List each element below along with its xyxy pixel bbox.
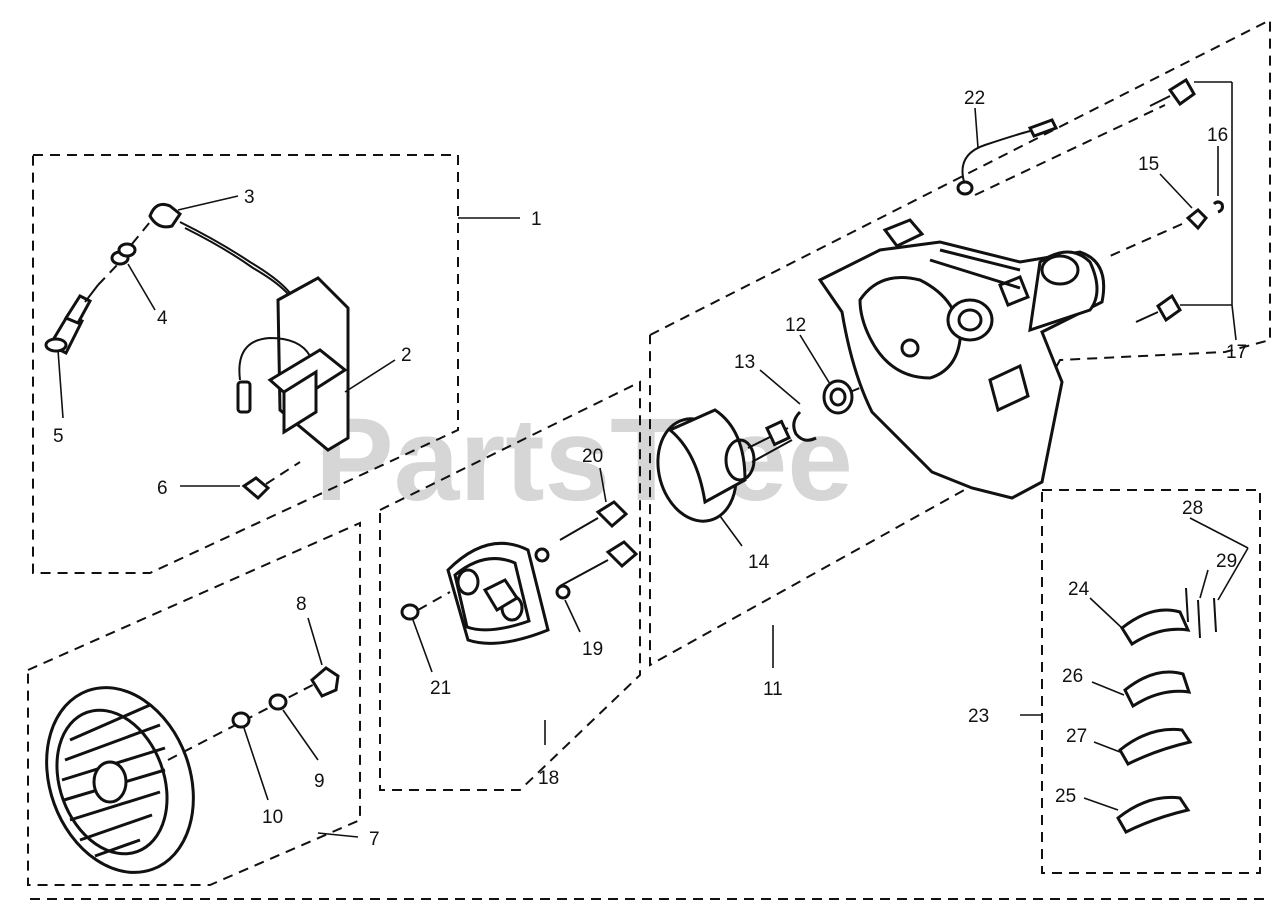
callout-19: 19 (582, 639, 603, 660)
leader-17 (1231, 304, 1237, 341)
screw-29 (1197, 599, 1201, 639)
clamp-24 (1120, 608, 1191, 647)
callout-14: 14 (748, 552, 770, 573)
callout-26: 26 (1062, 666, 1083, 687)
callout-27: 27 (1066, 726, 1087, 747)
callout-23: 23 (968, 706, 989, 727)
clutch-housing (817, 218, 1106, 500)
screw-28-a (1185, 587, 1189, 623)
callout-4: 4 (157, 308, 168, 329)
callout-20: 20 (582, 446, 603, 467)
clutch-shoes (446, 541, 550, 645)
align-line (1109, 223, 1183, 257)
leader-7 (317, 832, 359, 838)
clamp-25 (1116, 795, 1191, 834)
ignition-module (236, 276, 350, 452)
clutch-drum (656, 408, 793, 523)
screw-17-lower-shaft (1135, 311, 1159, 323)
group-flywheel (27, 521, 361, 886)
align-line (97, 261, 121, 286)
callout-11: 11 (763, 679, 783, 700)
group-flywheel-box (27, 521, 361, 886)
clip-15 (1185, 207, 1209, 231)
callout-12: 12 (785, 315, 806, 336)
group-housing (649, 18, 1271, 668)
flywheel (45, 686, 195, 874)
callout-labels: 1 2 3 4 5 6 7 8 9 10 11 12 13 14 15 16 1… (53, 88, 1247, 850)
group-clutch (379, 380, 641, 791)
nut-8 (310, 666, 340, 698)
callout-7: 7 (369, 829, 380, 850)
callout-1: 1 (531, 209, 542, 230)
callout-25: 25 (1055, 786, 1076, 807)
callout-8: 8 (296, 594, 307, 615)
callout-28: 28 (1182, 498, 1203, 519)
washer-10 (231, 711, 251, 729)
bearing-12 (822, 379, 854, 415)
group-ignition-box (32, 154, 459, 574)
callout-5: 5 (53, 426, 64, 447)
bolt-20-shaft (559, 517, 599, 541)
watermark-text: PartsTree (315, 394, 853, 526)
callout-29: 29 (1216, 551, 1237, 572)
align-line (417, 591, 451, 611)
leaders (57, 107, 1249, 811)
spring-clip (110, 242, 137, 266)
callout-10: 10 (262, 807, 283, 828)
group-clutch-box (379, 380, 641, 791)
group-housing-box (649, 18, 1271, 667)
bolt-20 (595, 500, 629, 529)
callout-22: 22 (964, 88, 985, 109)
callout-6: 6 (157, 478, 168, 499)
callout-21: 21 (430, 678, 451, 699)
align-line (131, 221, 151, 245)
snap-ring-13 (792, 410, 817, 442)
bolt-clutch (605, 540, 639, 569)
washer-upper (534, 547, 550, 563)
screw-17-lower (1156, 293, 1182, 323)
spark-plug (44, 284, 99, 356)
align-line (974, 104, 1166, 196)
callout-17: 17 (1226, 342, 1247, 363)
group-clamps-box (1041, 489, 1261, 874)
screw-17-upper (1167, 77, 1196, 107)
callout-9: 9 (314, 771, 325, 792)
callout-3: 3 (244, 187, 255, 208)
group-ignition (32, 154, 520, 574)
group-clamps (1020, 489, 1261, 874)
callout-16: 16 (1207, 125, 1228, 146)
washer-19 (555, 584, 571, 600)
callout-2: 2 (401, 345, 412, 366)
clamp-26 (1123, 670, 1192, 709)
ground-wire-22 (956, 118, 1059, 196)
callout-15: 15 (1138, 154, 1159, 175)
callout-18: 18 (538, 768, 559, 789)
washer-21 (400, 603, 420, 621)
screw-28-b (1213, 597, 1217, 633)
screw-6 (241, 461, 301, 501)
screw-17-upper-shaft (1149, 95, 1171, 107)
spark-plug-boot (148, 202, 183, 229)
clamp-27 (1118, 727, 1193, 766)
bolt-clutch-shaft (559, 559, 609, 587)
washer-9 (268, 693, 288, 711)
callout-13: 13 (734, 352, 755, 373)
callout-24: 24 (1068, 579, 1090, 600)
ignition-wire-2 (184, 227, 296, 307)
nut-16 (1212, 200, 1224, 214)
